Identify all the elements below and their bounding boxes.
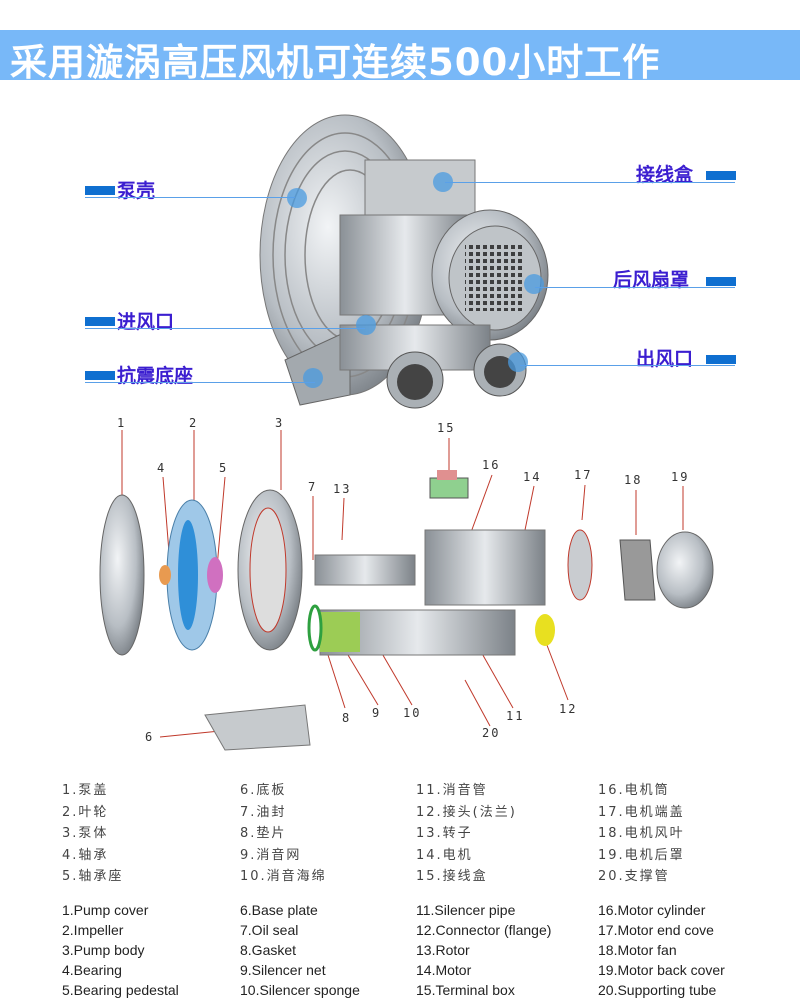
legend-item-en: 18.Motor fan [598, 942, 677, 958]
legend-item-en: 3.Pump body [62, 942, 145, 958]
legend-item-cn: 19.电机后罩 [598, 847, 685, 863]
callout-line [85, 197, 295, 198]
part-number: 9 [372, 706, 382, 720]
part-number: 3 [275, 416, 285, 430]
legend-item-cn: 8.垫片 [240, 826, 287, 841]
legend-item-en: 17.Motor end cove [598, 922, 714, 938]
legend-item-en: 20.Supporting tube [598, 982, 717, 998]
part-number: 16 [482, 458, 501, 472]
legend-item-cn: 17.电机端盖 [598, 804, 685, 820]
legend-item-en: 7.Oil seal [240, 922, 299, 938]
legend-item-cn: 18.电机风叶 [598, 826, 685, 841]
part-number: 5 [219, 461, 229, 475]
part-number: 12 [559, 702, 578, 716]
legend-item-cn: 11.消音管 [416, 783, 488, 798]
callout-pump-shell: 泵壳 [117, 180, 156, 202]
legend-item-cn: 1.泵盖 [62, 783, 109, 798]
legend-item-en: 14.Motor [416, 962, 472, 978]
banner: 采用漩涡高压风机可连续500小时工作 [0, 30, 800, 84]
callout-bar [85, 317, 115, 326]
part-number: 10 [403, 706, 422, 720]
callout-air-inlet: 进风口 [117, 311, 175, 333]
legend-item-cn: 16.电机筒 [598, 783, 670, 798]
legend-item-en: 2.Impeller [62, 922, 124, 938]
callout-line [445, 182, 735, 183]
legend-item-en: 5.Bearing pedestal [62, 982, 179, 998]
callout-dots [287, 172, 544, 388]
callout-bar [706, 355, 736, 364]
callout-bar [85, 371, 115, 380]
part-number: 17 [574, 468, 593, 482]
legend-item-en: 8.Gasket [240, 942, 297, 958]
callout-line [85, 382, 315, 383]
callout-bar [706, 277, 736, 286]
legend-item-en: 10.Silencer sponge [240, 982, 360, 998]
part-number: 8 [342, 711, 352, 725]
callout-air-outlet: 出风口 [636, 348, 694, 370]
callout-bar [85, 186, 115, 195]
legend-item-cn: 20.支撑管 [598, 869, 670, 884]
callout-bar [706, 171, 736, 180]
exploded-view [99, 430, 714, 751]
part-number: 18 [624, 473, 643, 487]
part-number: 2 [189, 416, 199, 430]
callout-line [535, 287, 735, 288]
legend-item-cn: 13.转子 [416, 826, 473, 841]
legend-item-cn: 14.电机 [416, 847, 473, 863]
part-number: 15 [437, 421, 456, 435]
legend-item-en: 6.Base plate [240, 902, 318, 918]
legend-item-cn: 4.轴承 [62, 847, 109, 863]
legend-item-cn: 15.接线盒 [416, 869, 488, 884]
part-number: 4 [157, 461, 167, 475]
legend-item-en: 16.Motor cylinder [598, 902, 706, 918]
legend-item-en: 15.Terminal box [416, 982, 515, 998]
part-number: 14 [523, 470, 542, 484]
part-number: 6 [145, 730, 155, 744]
legend-item-en: 12.Connector (flange) [416, 922, 552, 938]
legend-item-cn: 9.消音网 [240, 847, 302, 863]
legend-item-cn: 6.底板 [240, 783, 287, 798]
blower-photo [259, 114, 549, 409]
legend-item-cn: 3.泵体 [62, 826, 109, 841]
legend-item-cn: 10.消音海绵 [240, 869, 327, 884]
part-number: 19 [671, 470, 690, 484]
banner-title: 采用漩涡高压风机可连续500小时工作 [10, 41, 661, 84]
part-number: 1 [117, 416, 127, 430]
legend-item-en: 9.Silencer net [240, 962, 326, 978]
part-number: 11 [506, 709, 525, 723]
callout-terminal-box: 接线盒 [636, 164, 694, 186]
legend-item-en: 19.Motor back cover [598, 962, 725, 978]
legend-item-en: 4.Bearing [62, 962, 122, 978]
legend-item-en: 11.Silencer pipe [416, 902, 516, 918]
legend-item-cn: 12.接头(法兰) [416, 804, 517, 820]
legend-item-cn: 7.油封 [240, 804, 287, 820]
legend-item-en: 1.Pump cover [62, 902, 149, 918]
legend-item-cn: 2.叶轮 [62, 804, 109, 820]
callout-line [520, 365, 735, 366]
legend-item-en: 13.Rotor [416, 942, 470, 958]
legend-item-cn: 5.轴承座 [62, 869, 124, 884]
part-number: 20 [482, 726, 501, 740]
callout-rear-fan-cover: 后风扇罩 [613, 269, 690, 291]
part-number: 13 [333, 482, 352, 496]
callout-anti-vibration-base: 抗震底座 [117, 365, 194, 387]
callout-line [85, 328, 365, 329]
part-number: 7 [308, 480, 318, 494]
